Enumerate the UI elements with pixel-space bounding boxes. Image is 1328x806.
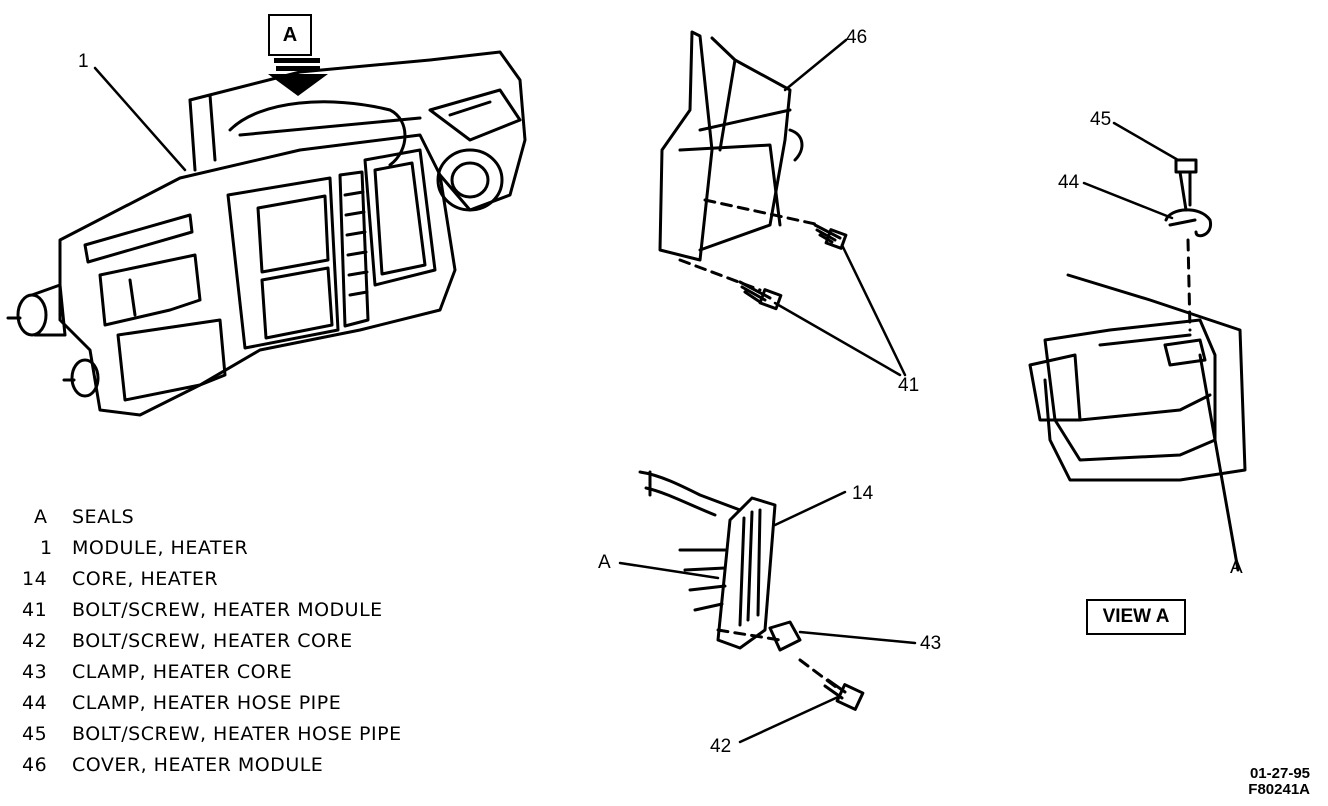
- legend-item: 43 CLAMP, HEATER CORE: [22, 658, 402, 689]
- legend-text: CLAMP, HEATER HOSE PIPE: [72, 692, 342, 714]
- legend-key: A: [34, 506, 48, 528]
- callout-a-core: A: [598, 552, 611, 573]
- legend-key: 44: [22, 692, 48, 714]
- legend-item: 46 COVER, HEATER MODULE: [22, 751, 402, 782]
- legend-text: MODULE, HEATER: [72, 537, 249, 559]
- legend-item: 44 CLAMP, HEATER HOSE PIPE: [22, 689, 402, 720]
- legend-text: CLAMP, HEATER CORE: [72, 661, 293, 683]
- legend-item: 41 BOLT/SCREW, HEATER MODULE: [22, 596, 402, 627]
- legend-text: BOLT/SCREW, HEATER MODULE: [72, 599, 383, 621]
- legend-item: A SEALS: [22, 503, 402, 534]
- callout-45: 45: [1090, 109, 1112, 130]
- legend-item: 14 CORE, HEATER: [22, 565, 402, 596]
- figure-date-code: 01-27-95: [1249, 765, 1310, 782]
- figure-id-code: F80241A: [1248, 781, 1310, 798]
- callout-46: 46: [846, 27, 868, 48]
- callout-42: 42: [710, 736, 732, 757]
- callout-14: 14: [852, 483, 874, 504]
- leader-lines: [93, 38, 1180, 744]
- parts-legend: A SEALS 1 MODULE, HEATER 14 CORE, HEATER 41…: [22, 503, 402, 782]
- legend-key: 45: [22, 723, 48, 745]
- legend-key: 43: [22, 661, 48, 683]
- callout-44: 44: [1058, 172, 1080, 193]
- view-a-drawing: [1028, 158, 1247, 572]
- legend-text: COVER, HEATER MODULE: [72, 754, 324, 776]
- callout-1: 1: [78, 51, 89, 72]
- legend-key: 41: [22, 599, 48, 621]
- heater-module-drawing: [6, 50, 527, 417]
- legend-text: CORE, HEATER: [72, 568, 219, 590]
- legend-item: 42 BOLT/SCREW, HEATER CORE: [22, 627, 402, 658]
- view-a-arrow: [268, 58, 328, 96]
- legend-text: BOLT/SCREW, HEATER HOSE PIPE: [72, 723, 402, 745]
- legend-item: 1 MODULE, HEATER: [22, 534, 402, 565]
- view-a-marker-box: A: [268, 14, 312, 56]
- callout-41: 41: [898, 375, 920, 396]
- legend-key: 14: [22, 568, 48, 590]
- heater-core-drawing: [638, 470, 865, 711]
- callout-a-view: A: [1230, 557, 1243, 578]
- heater-module-cover-drawing: [658, 30, 848, 311]
- view-a-label: VIEW A: [1086, 599, 1186, 635]
- legend-text: SEALS: [72, 506, 135, 528]
- legend-key: 42: [22, 630, 48, 652]
- legend-text: BOLT/SCREW, HEATER CORE: [72, 630, 353, 652]
- legend-item: 45 BOLT/SCREW, HEATER HOSE PIPE: [22, 720, 402, 751]
- callout-43: 43: [920, 633, 942, 654]
- legend-key: 1: [40, 537, 53, 559]
- legend-key: 46: [22, 754, 48, 776]
